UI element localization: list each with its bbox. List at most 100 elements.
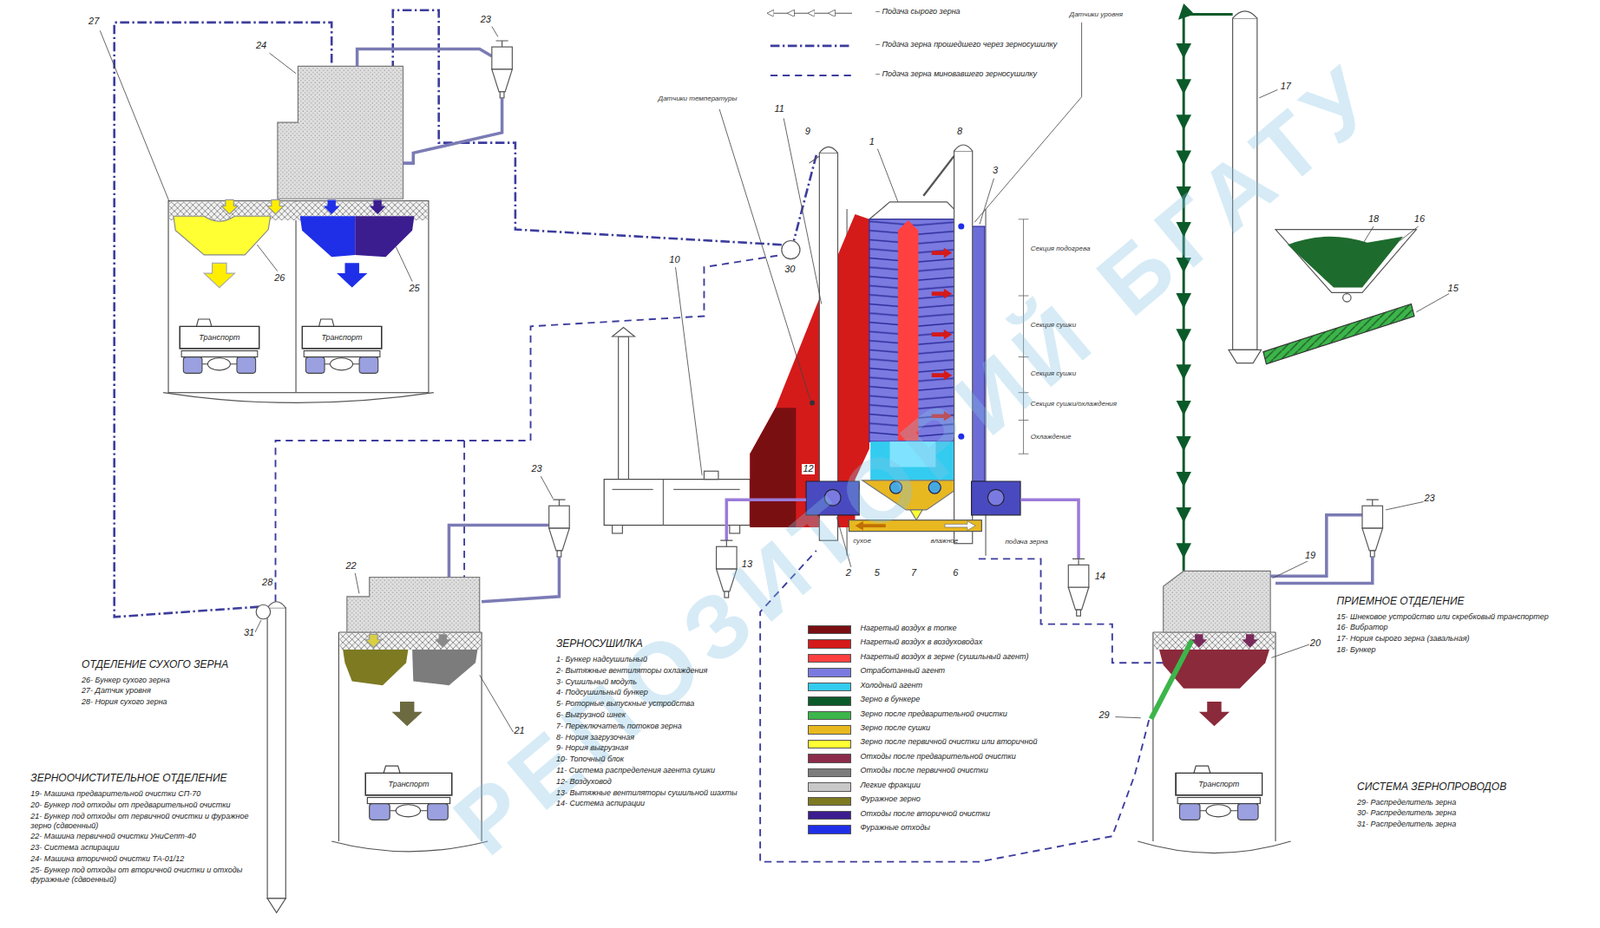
legend-swatch: [807, 711, 851, 722]
section-heading: ЗЕРНООЧИСТИТЕЛЬНОЕ ОТДЕЛЕНИЕ: [30, 773, 250, 786]
grain-pipeline: [393, 10, 782, 245]
legend-text: Нагретый воздух в зерне (сушильный агент…: [859, 653, 1029, 663]
callout-number: 16: [1413, 214, 1426, 225]
dry-grain-section: [163, 40, 512, 403]
legend-swatch: [807, 639, 851, 650]
parts-list-item: 2- Вытяжные вентиляторы охлаждения: [556, 666, 746, 676]
transport-box: Транспорт: [1175, 773, 1263, 796]
legend-swatch: [807, 754, 851, 764]
box-text: Транспорт: [321, 333, 362, 342]
legend-entry: Холодный агент: [859, 681, 923, 691]
callout-number: 17: [1279, 81, 1292, 92]
dry-grain-section: [336, 262, 368, 288]
callout-number: 18: [1367, 214, 1380, 225]
callout-number: 26: [273, 273, 286, 284]
parts-list-item: 13- Вытяжные вентиляторы сушильной шахты: [556, 788, 746, 799]
callout-number: 3: [991, 165, 999, 177]
dry-grain-section: [354, 216, 414, 257]
parts-list-item: 10- Топочный блок: [556, 754, 746, 765]
furnace-block: [612, 327, 636, 337]
callout-number: 13: [740, 559, 754, 571]
cleaning-section: [434, 634, 452, 648]
callout-number: 10: [668, 255, 681, 266]
dry-grain-section: [203, 262, 235, 288]
receiving-section: [1275, 229, 1417, 294]
callout-number: 30: [783, 264, 796, 276]
receiving-section: [1270, 515, 1363, 578]
cleaning-section: [365, 634, 382, 648]
legend-line-sample: [770, 45, 853, 48]
box-text: Транспорт: [198, 333, 240, 342]
callout-number: 25: [407, 283, 420, 295]
parts-list-item: 29- Распределитель зерна: [1357, 798, 1561, 808]
grain-pipeline: [463, 440, 466, 578]
dry-grain-section: [277, 65, 404, 199]
cleaning-section: [481, 557, 559, 603]
legend-text: Фуражное зерно: [859, 795, 920, 805]
furnace-block: [612, 479, 741, 526]
parts-list-item: 11- Система распределения агента сушки: [556, 766, 746, 776]
legend-entry: – Подача сырого зерна: [875, 7, 961, 17]
legend-swatch: [807, 797, 851, 807]
legend-entry: Отходы после предварительной очистки: [859, 753, 1016, 762]
parts-list-item: 31- Распределитель зерна: [1357, 819, 1561, 830]
parts-list-item: 4- Подсушильный бункер: [556, 688, 746, 698]
grain-dryer: [809, 156, 820, 164]
receiving-section: [1153, 632, 1276, 842]
receiving-section: [1154, 633, 1275, 650]
parts-list-item: 16- Вибратор: [1337, 622, 1582, 633]
section-heading: ЗЕРНОСУШИЛКА: [556, 638, 746, 651]
leader-line: [979, 178, 994, 225]
furnace-block: [729, 525, 741, 534]
receiving-section: [1199, 701, 1230, 727]
legend-text: Зерно после предварительной очистки: [859, 710, 1007, 720]
legend-swatch: [807, 825, 851, 835]
receiving-section: [1263, 303, 1415, 364]
dry-grain-section: [267, 199, 284, 214]
parts-list-item: 3- Сушильный модуль: [556, 677, 746, 688]
legend-swatch: [807, 768, 851, 779]
dry-grain-section: [491, 40, 513, 99]
legend-entry: – Подача зерна миновавшего зерносушилку: [875, 70, 1037, 79]
parts-list-item: 26- Бункер сухого зерна: [81, 675, 261, 686]
legend-entry: – Подача зерна прошедшего через зерносуш…: [875, 40, 1057, 50]
legend-text: Фуражные отходы: [859, 824, 930, 833]
callout-number: 23: [1423, 493, 1437, 505]
dry-grain-section: [323, 199, 341, 214]
grain-dryer: [819, 146, 838, 153]
dry-grain-elevator: [267, 608, 286, 899]
leader-line: [395, 247, 413, 282]
section-heading: ПРИЕМНОЕ ОТДЕЛЕНИЕ: [1337, 596, 1582, 609]
box-text: Транспорт: [387, 780, 429, 789]
legend-swatch: [807, 696, 851, 707]
grain-dryer: [931, 248, 953, 259]
grain-dryer: [987, 489, 1004, 506]
callout-number: 23: [479, 14, 492, 26]
annotation-text: Секция сушки: [1030, 369, 1076, 378]
leader-line: [540, 476, 553, 499]
receiving-section: [1343, 294, 1351, 302]
grain-pipeline: [793, 155, 817, 242]
grain-dryer: [809, 400, 815, 407]
leader-line: [491, 26, 499, 38]
legend-entry: Легкие фракции: [859, 781, 920, 791]
cleaning-section: [331, 841, 488, 853]
callout-number: 9: [804, 126, 812, 138]
parts-list-item: 30- Распределитель зерна: [1357, 808, 1561, 819]
cleaning-section: [549, 499, 571, 558]
legend-text: Легкие фракции: [859, 781, 920, 791]
transport-box: Транспорт: [365, 773, 453, 796]
callout-number: 22: [345, 561, 358, 572]
leader-line: [783, 118, 822, 304]
parts-list-item: 9- Нория выгрузная: [556, 743, 746, 754]
grain-dryer: [931, 329, 953, 341]
cleaning-section: [347, 577, 480, 633]
parts-list-item: 14- Система аспирации: [556, 799, 746, 809]
transport-box: Транспорт: [179, 326, 260, 349]
parts-list-item: 8- Нория загрузочная: [556, 733, 746, 743]
dry-grain-section: [300, 216, 356, 257]
leader-line: [1271, 644, 1310, 658]
grain-dryer: [971, 481, 1021, 516]
cleaning-section: [412, 649, 478, 686]
